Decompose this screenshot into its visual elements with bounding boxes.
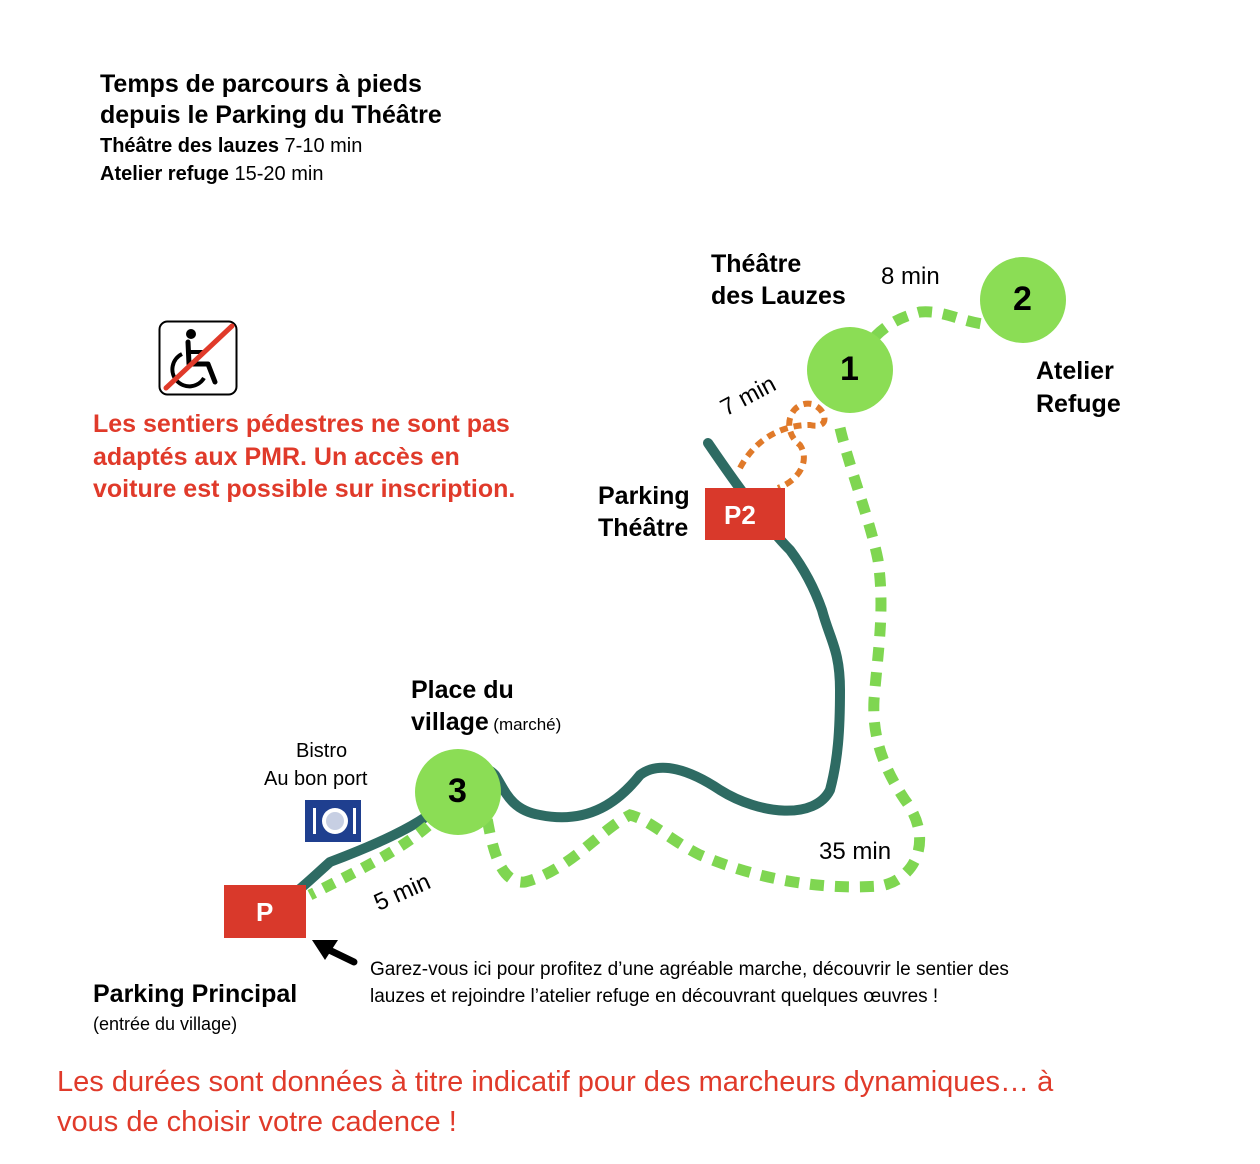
header-title-line1: Temps de parcours à pieds <box>100 70 422 98</box>
warning-line1: Les sentiers pédestres ne sont pas <box>93 410 510 438</box>
parking-p-marker <box>224 885 306 938</box>
parking-principal-note: (entrée du village) <box>93 1014 238 1034</box>
warning-line2: adaptés aux PMR. Un accès en <box>93 443 460 471</box>
marker-2-number: 2 <box>1013 280 1032 318</box>
marker-2 <box>980 257 1066 343</box>
header-row-atelier: Atelier refuge 15-20 min <box>100 163 323 186</box>
parking-note-line2: lauzes et rejoindre l’atelier refuge en … <box>370 986 939 1007</box>
header-row-theatre-time: 7-10 min <box>284 135 363 157</box>
marker-3 <box>415 749 501 835</box>
bistro-label-line1: Bistro <box>296 740 348 762</box>
parking-theatre-label-line2: Théâtre <box>598 514 689 542</box>
header-row-atelier-place: Atelier refuge <box>100 163 229 185</box>
no-wheelchair-icon <box>158 320 238 396</box>
header-row-atelier-time: 15-20 min <box>234 163 324 185</box>
restaurant-plate-icon <box>305 800 361 842</box>
atelier-label-line1: Atelier <box>1036 357 1114 385</box>
marker-1-number: 1 <box>840 350 859 388</box>
place-label-line1: Place du <box>411 676 514 704</box>
parking-p2-label: P2 <box>724 500 756 530</box>
footer-line1: Les durées sont données à titre indicati… <box>57 1066 1054 1098</box>
footer-line2: vous de choisir votre cadence ! <box>57 1106 457 1138</box>
trail-7min <box>737 400 828 491</box>
parking-note-line1: Garez-vous ici pour profitez d’une agréa… <box>370 959 1009 980</box>
marker-3-number: 3 <box>448 772 467 810</box>
bistro-label-line2: Au bon port <box>264 768 368 790</box>
theatre-label-line2: des Lauzes <box>711 282 846 310</box>
place-label-village: village <box>411 708 489 736</box>
parking-p2-marker <box>705 488 785 540</box>
place-label-line2: village (marché) <box>411 708 561 737</box>
duration-8min: 8 min <box>881 263 940 290</box>
marker-1 <box>807 327 893 413</box>
trail-5min <box>307 821 432 900</box>
header-title-line2: depuis le Parking du Théâtre <box>100 101 442 129</box>
parking-theatre-label-line1: Parking <box>598 482 690 510</box>
duration-35min: 35 min <box>819 838 892 865</box>
parking-principal-label: Parking Principal <box>93 980 298 1008</box>
pointer-arrow-icon <box>312 940 358 966</box>
trail-35min <box>479 426 926 893</box>
warning-line3: voiture est possible sur inscription. <box>93 475 516 503</box>
parking-p-label: P <box>256 897 274 927</box>
header-row-theatre: Théâtre des lauzes 7-10 min <box>100 135 362 158</box>
atelier-label-line2: Refuge <box>1036 390 1121 418</box>
theatre-label-line1: Théâtre <box>711 250 802 278</box>
place-label-note: (marché) <box>493 715 562 734</box>
header-row-theatre-place: Théâtre des lauzes <box>100 135 279 157</box>
